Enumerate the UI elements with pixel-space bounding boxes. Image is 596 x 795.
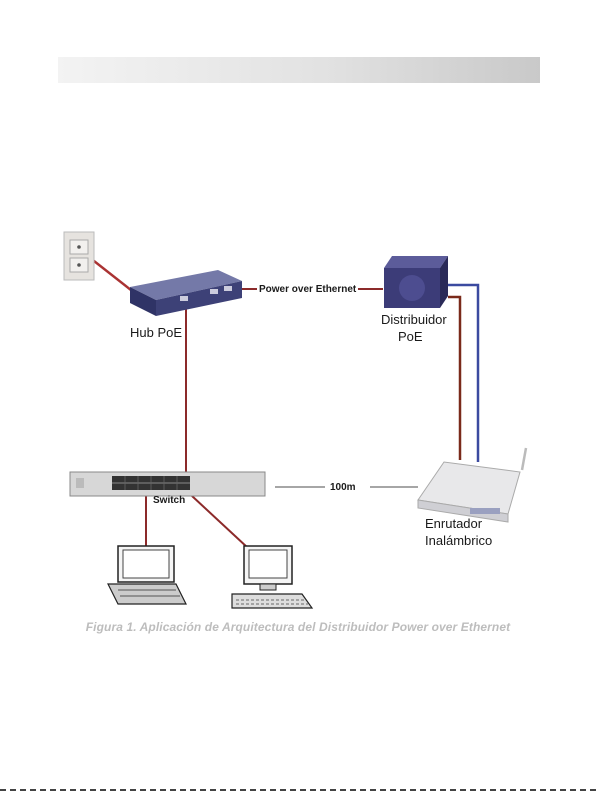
distributor-to-router-data-cable	[448, 285, 478, 462]
distributor-label-line1: Distribuidor	[381, 312, 447, 328]
figure-caption: Figura 1. Aplicación de Arquitectura del…	[0, 620, 596, 634]
switch-to-desktop-cable	[192, 496, 248, 548]
laptop-icon	[108, 546, 186, 604]
router-label-line1: Enrutador	[425, 516, 482, 532]
wall-outlet-icon	[64, 232, 94, 280]
hub-poe-label: Hub PoE	[130, 325, 182, 341]
hub-poe-icon	[130, 270, 242, 316]
distance-label: 100m	[330, 480, 356, 496]
poe-link-label: Power over Ethernet	[257, 282, 358, 298]
distributor-to-router-poe-cable	[448, 297, 460, 460]
wireless-router-icon	[418, 448, 526, 522]
desktop-icon	[232, 546, 312, 608]
router-label-line2: Inalámbrico	[425, 533, 492, 549]
distributor-poe-icon	[384, 256, 448, 308]
bottom-rule	[0, 789, 596, 791]
switch-label: Switch	[153, 493, 185, 509]
distributor-label-line2: PoE	[398, 329, 423, 345]
